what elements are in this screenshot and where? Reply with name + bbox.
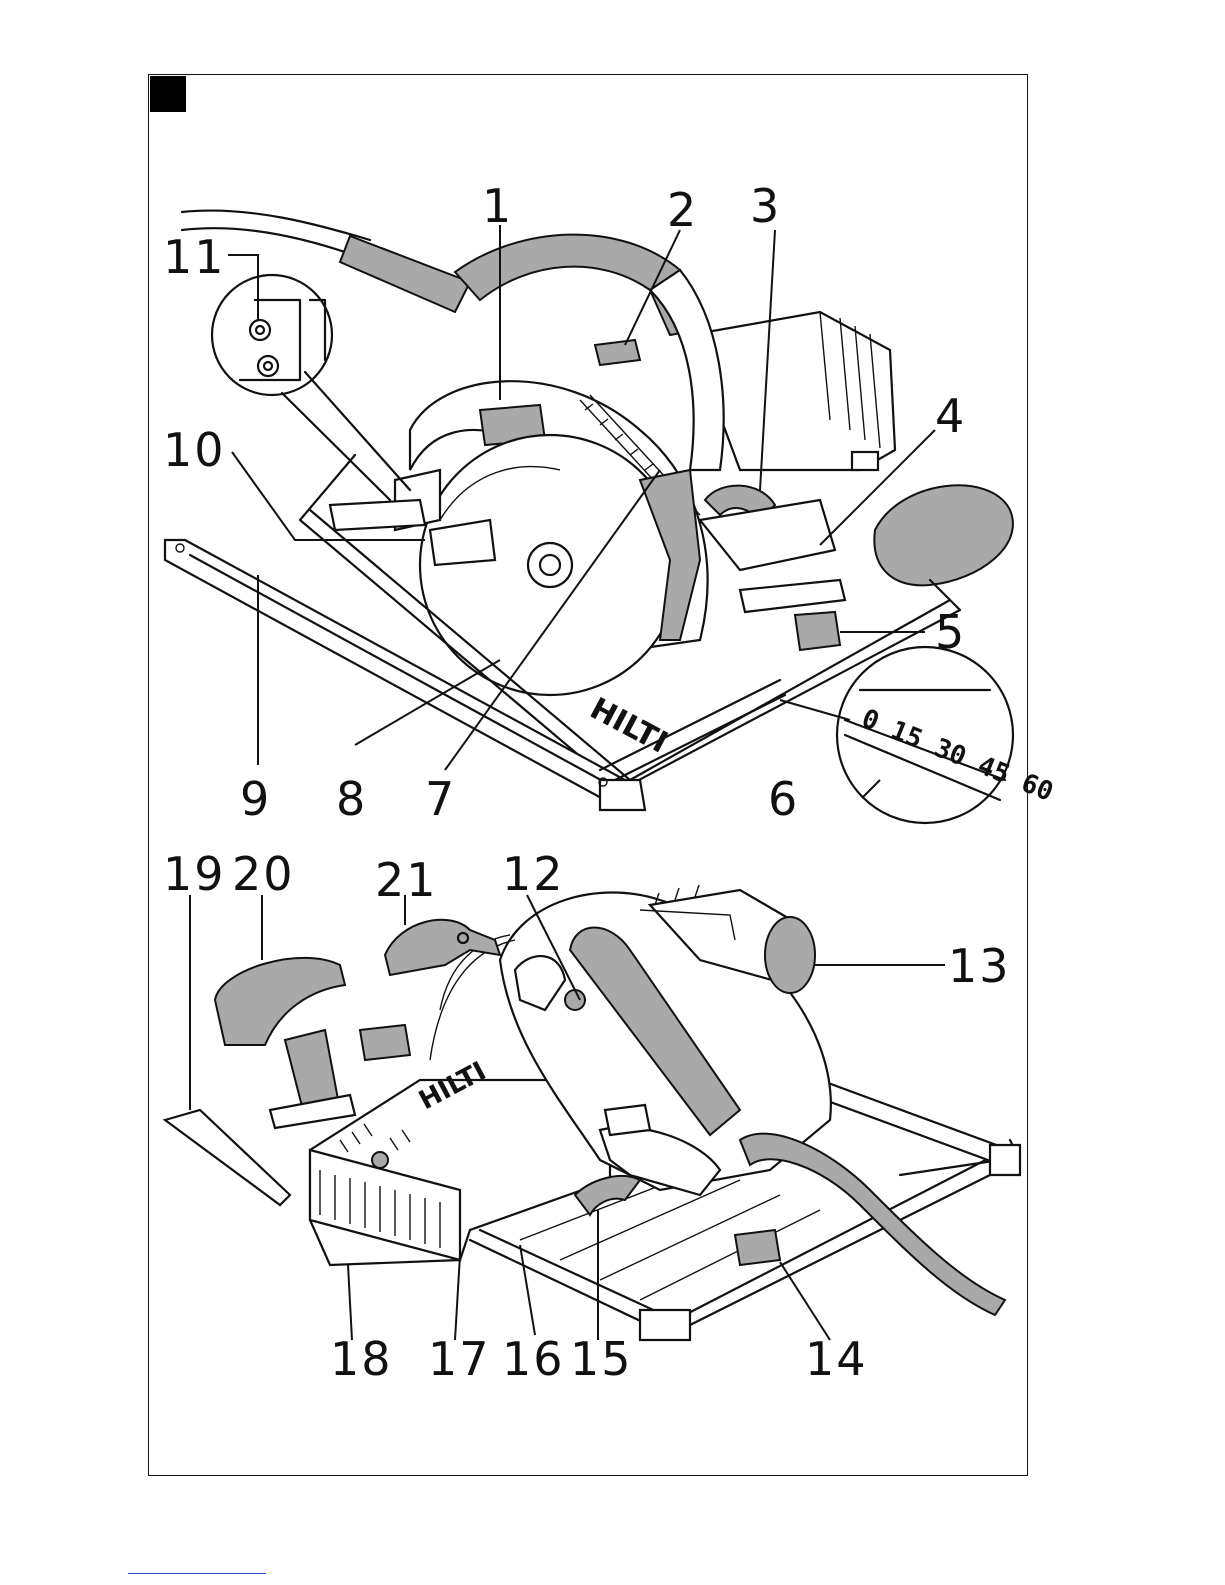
- brand-lettering-base: HILTI: [584, 691, 673, 760]
- bevel-lock-knob-front: [795, 612, 840, 650]
- hex-key: [165, 1110, 290, 1205]
- callout-12: 12: [502, 847, 565, 901]
- callout-4: 4: [935, 389, 966, 443]
- callout-18: 18: [330, 1332, 393, 1386]
- callout-19: 19: [163, 847, 226, 901]
- bottom-saw-illustration: HILTI: [165, 885, 1020, 1340]
- callout-21: 21: [375, 853, 438, 907]
- detail-inset-screws: [212, 275, 332, 395]
- callout-9: 9: [240, 772, 271, 826]
- footer-rule: [128, 1573, 266, 1574]
- callout-5: 5: [935, 605, 966, 659]
- callout-13: 13: [948, 939, 1011, 993]
- top-saw-illustration: HILTI 0 15 30 45 60: [165, 211, 1057, 823]
- callout-3: 3: [750, 179, 781, 233]
- callout-6: 6: [768, 772, 799, 826]
- switch-lock-icon: [595, 340, 640, 365]
- riving-knife-part: [385, 920, 500, 975]
- callout-10: 10: [163, 423, 226, 477]
- callout-16: 16: [502, 1332, 565, 1386]
- callout-14: 14: [805, 1332, 868, 1386]
- callout-17: 17: [428, 1332, 491, 1386]
- callout-7: 7: [425, 772, 456, 826]
- callout-11: 11: [163, 230, 226, 284]
- callout-8: 8: [336, 772, 367, 826]
- callout-1: 1: [482, 179, 513, 233]
- callout-2: 2: [667, 183, 698, 237]
- front-grip-top: [874, 485, 1013, 585]
- callout-20: 20: [232, 847, 295, 901]
- bevel-lock-knob-rear: [735, 1230, 780, 1265]
- callout-15: 15: [570, 1332, 633, 1386]
